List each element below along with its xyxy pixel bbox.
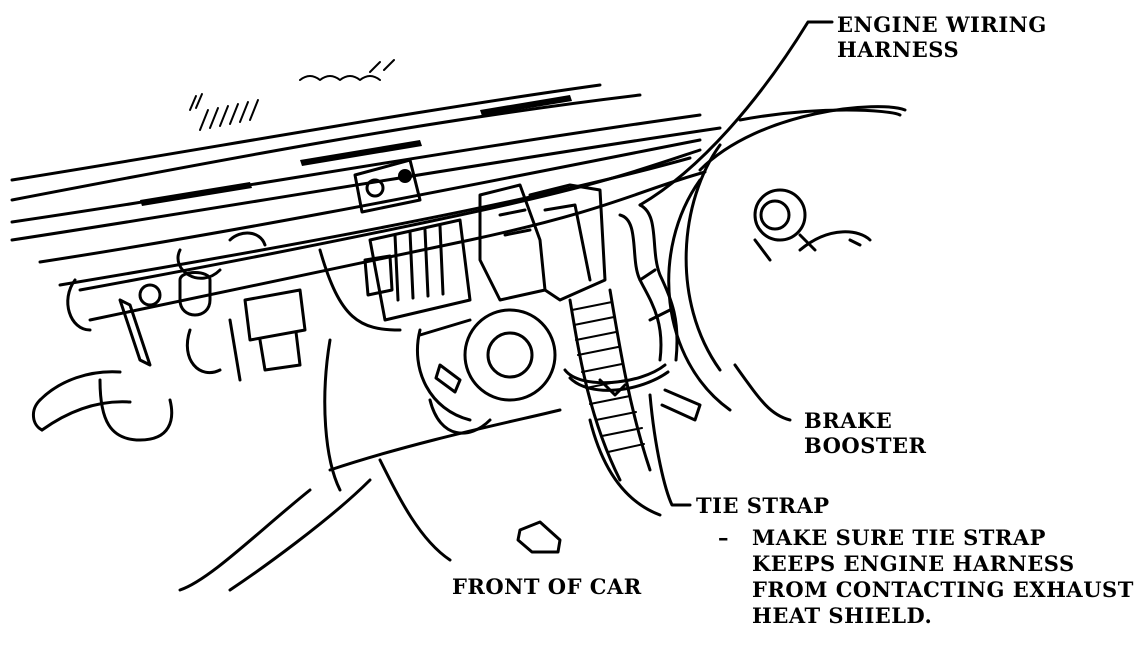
- label-line: BRAKE: [804, 408, 893, 433]
- note-text: MAKE SURE TIE STRAP KEEPS ENGINE HARNESS…: [752, 525, 1134, 629]
- note-line: HEAT SHIELD.: [752, 603, 933, 628]
- left-components: [32, 231, 402, 442]
- throttle-body: [353, 158, 607, 322]
- fender-rails: [10, 59, 722, 287]
- lower-body: [178, 338, 662, 592]
- corrugated-harness: [563, 288, 702, 482]
- note-line: MAKE SURE TIE STRAP: [752, 525, 1046, 550]
- label-front-of-car: FRONT OF CAR: [452, 574, 642, 599]
- label-tie-strap: TIE STRAP: [696, 493, 830, 518]
- label-line: BOOSTER: [804, 433, 927, 458]
- note-line: KEEPS ENGINE HARNESS: [752, 551, 1075, 576]
- front-arrow-icon: [516, 520, 562, 554]
- leader-lines: [638, 20, 834, 507]
- brake-booster: [667, 105, 907, 412]
- label-brake-booster: BRAKE BOOSTER: [804, 408, 926, 458]
- note-line: FROM CONTACTING EXHAUST: [752, 577, 1134, 602]
- note-dash: –: [718, 525, 729, 550]
- label-engine-wiring-harness: ENGINE WIRING HARNESS: [837, 12, 1047, 62]
- label-line: HARNESS: [837, 37, 960, 62]
- label-line: ENGINE WIRING: [837, 12, 1047, 37]
- round-unit: [415, 308, 557, 435]
